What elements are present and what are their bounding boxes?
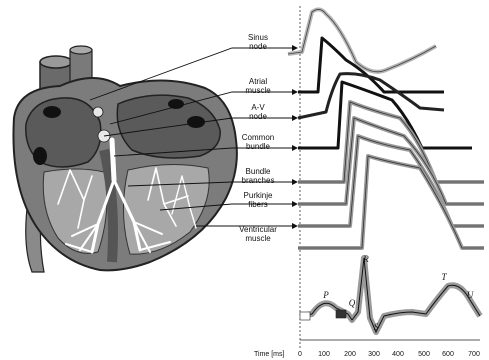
heart-illustration — [13, 46, 236, 272]
ecg-segment-box — [336, 310, 346, 318]
vessel-opening — [43, 106, 61, 118]
axis-tick: 600 — [442, 351, 454, 358]
wave-p: P — [322, 290, 329, 300]
label-purkinje-2: fibers — [248, 200, 268, 209]
label-atrial-2: muscle — [245, 86, 271, 95]
axis-tick: 300 — [368, 351, 380, 358]
label-ventricular-1: Ventricular — [239, 225, 277, 234]
axis-label: Time [ms] — [254, 351, 285, 358]
vessel-opening — [33, 147, 47, 165]
label-sinus-2: node — [249, 42, 267, 51]
sinus-node — [93, 107, 103, 117]
ecg-segment-box — [300, 312, 310, 320]
wave-s: S — [374, 322, 379, 332]
label-purkinje-1: Purkinje — [244, 191, 273, 200]
axis-tick: 400 — [392, 351, 404, 358]
label-sinus-1: Sinus — [248, 33, 268, 42]
axis-tick: 500 — [418, 351, 430, 358]
structure-labels: Sinus node Atrial muscle A-V node Common… — [239, 33, 277, 243]
ap-bundle — [298, 102, 484, 182]
axis-tick: 100 — [318, 351, 330, 358]
vessel-opening — [168, 99, 184, 109]
ecg-trace: P Q R S T U — [300, 254, 480, 340]
label-atrial-1: Atrial — [249, 77, 267, 86]
aorta-opening — [40, 56, 72, 68]
label-av-1: A-V — [251, 103, 265, 112]
ap-atrial — [298, 38, 444, 92]
vena-cava-opening — [70, 46, 92, 54]
label-common-1: Common — [242, 133, 274, 142]
label-bundle-1: Bundle — [246, 167, 271, 176]
time-axis: Time [ms] 0 100 200 300 400 500 600 700 — [254, 351, 480, 358]
axis-tick: 200 — [344, 351, 356, 358]
label-bundle-2: branches — [242, 176, 275, 185]
axis-tick: 0 — [298, 351, 302, 358]
label-common-2: bundle — [246, 142, 271, 151]
axis-tick: 700 — [468, 351, 480, 358]
wave-r: R — [362, 254, 369, 264]
label-av-2: node — [249, 112, 267, 121]
label-ventricular-2: muscle — [245, 234, 271, 243]
wave-q: Q — [349, 298, 356, 308]
action-potential-curves — [288, 9, 484, 248]
wave-t: T — [441, 272, 447, 282]
wave-u: U — [467, 290, 474, 300]
leader-arrowheads — [292, 45, 298, 229]
